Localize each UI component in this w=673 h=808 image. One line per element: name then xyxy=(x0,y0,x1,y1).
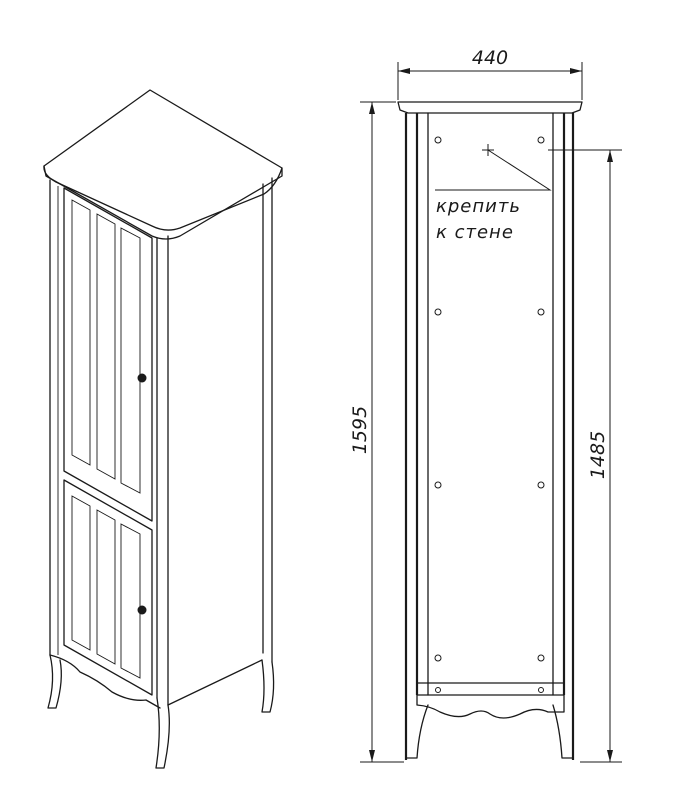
lower-door-knob-icon xyxy=(137,605,147,615)
mount-hole xyxy=(537,136,545,144)
front-skirt xyxy=(49,654,161,709)
side-face-back-edge xyxy=(262,177,273,663)
mount-hole xyxy=(434,308,442,316)
dimension-width-label: 440 xyxy=(472,47,508,69)
mount-hole xyxy=(537,308,545,316)
lower-door-panel-left xyxy=(71,495,91,651)
mount-hole xyxy=(434,481,442,489)
front-face-outline xyxy=(49,179,158,699)
upper-door-panel-mid xyxy=(96,213,116,480)
mount-hole xyxy=(537,654,545,662)
upper-door-panel-left xyxy=(71,199,91,466)
mount-hole xyxy=(538,687,544,693)
top-edge xyxy=(43,165,283,240)
front-left-leg xyxy=(47,654,62,709)
lower-door xyxy=(63,479,153,696)
isometric-view xyxy=(43,89,283,769)
top-cap xyxy=(397,101,583,114)
side-face-bottom xyxy=(167,659,263,706)
lower-door-panel-mid xyxy=(96,509,116,665)
dimension-mount-height xyxy=(548,149,622,763)
lower-door-panel-right xyxy=(120,523,141,679)
mount-hole xyxy=(435,687,441,693)
mounting-note-line1: крепить xyxy=(436,196,521,217)
left-post xyxy=(404,113,419,760)
right-post xyxy=(562,113,575,760)
mount-hole xyxy=(434,136,442,144)
upper-door-panel-right xyxy=(120,227,141,494)
dimension-width xyxy=(397,62,583,100)
front-view-right-leg xyxy=(552,694,574,759)
bottom-rail xyxy=(416,682,565,696)
upper-door-knob-icon xyxy=(137,373,147,383)
upper-door xyxy=(63,187,153,522)
front-view-left-leg xyxy=(405,694,429,759)
dimension-mount-height-label: 1485 xyxy=(587,431,609,479)
back-right-leg xyxy=(261,659,275,713)
mount-hole xyxy=(434,654,442,662)
dimension-total-height-label: 1595 xyxy=(349,406,371,454)
back-panel xyxy=(427,112,554,696)
mounting-note-line2: к стене xyxy=(436,222,514,243)
note-leader-line xyxy=(435,149,552,191)
front-view xyxy=(397,101,583,760)
mount-hole xyxy=(537,481,545,489)
top-surface xyxy=(43,89,283,231)
front-view-skirt xyxy=(416,694,565,719)
front-right-leg xyxy=(155,697,170,769)
dimension-total-height xyxy=(360,101,404,763)
